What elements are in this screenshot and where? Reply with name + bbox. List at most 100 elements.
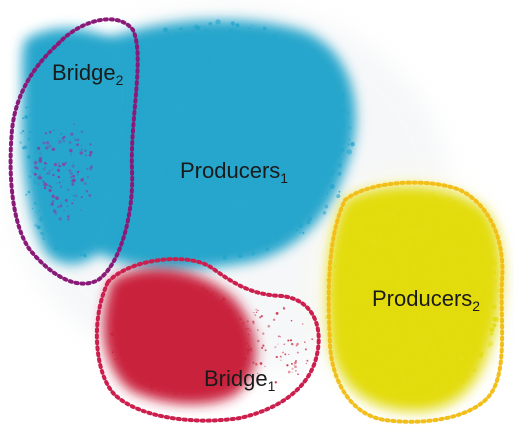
network-node [379,237,384,242]
network-node [213,131,219,138]
network-node [326,167,333,173]
network-node [396,275,399,278]
network-node [177,93,180,96]
network-node [61,137,64,140]
network-node [335,252,338,255]
network-node [174,300,177,303]
network-node [198,288,201,291]
network-node [417,252,419,255]
network-node [212,322,215,324]
network-node [152,329,155,333]
network-node [274,60,277,62]
network-node [147,69,150,72]
network-node [299,111,304,116]
network-node [38,98,43,103]
network-node [177,39,182,44]
network-node [350,254,357,261]
network-node [376,292,379,295]
network-node [77,191,82,196]
network-node [22,130,25,133]
network-node [274,177,280,183]
network-node [215,19,221,25]
network-node [144,337,147,339]
network-node [153,325,155,327]
network-node [90,135,93,138]
network-node [64,199,68,203]
network-node [274,236,280,242]
network-node [166,293,169,295]
network-node [223,377,228,381]
network-node [345,361,347,364]
network-node [282,91,286,95]
network-node [455,254,459,259]
network-node [122,82,126,87]
network-node [432,321,434,324]
network-node [320,155,323,159]
network-node [270,110,273,112]
network-node [220,330,223,332]
network-node [454,343,459,348]
network-node [117,146,122,152]
network-node [430,334,432,337]
network-node [299,50,303,54]
network-node [179,358,181,360]
network-node [347,301,351,306]
network-node [87,231,90,235]
network-node [412,215,416,219]
network-node [78,114,85,120]
network-node [226,322,228,324]
network-node [332,170,336,174]
network-node [473,278,476,281]
network-node [182,141,186,145]
network-node [152,323,156,327]
network-node [282,306,285,308]
network-node [152,375,156,379]
network-node [314,160,319,165]
network-node [348,330,351,333]
network-node [260,164,262,167]
network-node [292,191,294,193]
network-node [271,34,277,40]
network-node [151,63,156,68]
network-node [397,331,400,334]
network-node [68,169,72,172]
network-node [368,346,370,349]
network-node [155,40,160,46]
network-node [145,359,148,362]
network-node [353,322,357,326]
network-node [487,294,492,299]
network-node [194,253,200,259]
network-node [73,137,75,139]
network-node [450,270,456,276]
network-node [132,227,136,231]
network-node [200,366,203,369]
network-node [284,353,287,356]
network-node [120,105,125,110]
network-node [267,190,269,192]
network-node [348,125,352,130]
network-node [261,48,265,52]
network-node [202,111,207,116]
network-node [146,44,152,50]
network-node [382,240,387,245]
network-node [219,323,221,325]
network-node [391,335,394,338]
network-node [464,264,467,267]
network-node [281,120,286,126]
network-node [133,71,135,73]
network-node [210,225,215,231]
network-node [124,149,127,152]
network-node [150,378,152,380]
network-node [96,139,98,141]
network-node [243,229,248,234]
network-node [281,217,286,223]
network-node [406,348,411,353]
network-node [417,227,424,233]
network-node [468,299,471,303]
network-node [415,382,418,386]
network-node [434,232,438,235]
network-node [388,315,392,319]
network-node [333,84,337,87]
network-node [68,141,72,144]
network-node [78,165,82,169]
